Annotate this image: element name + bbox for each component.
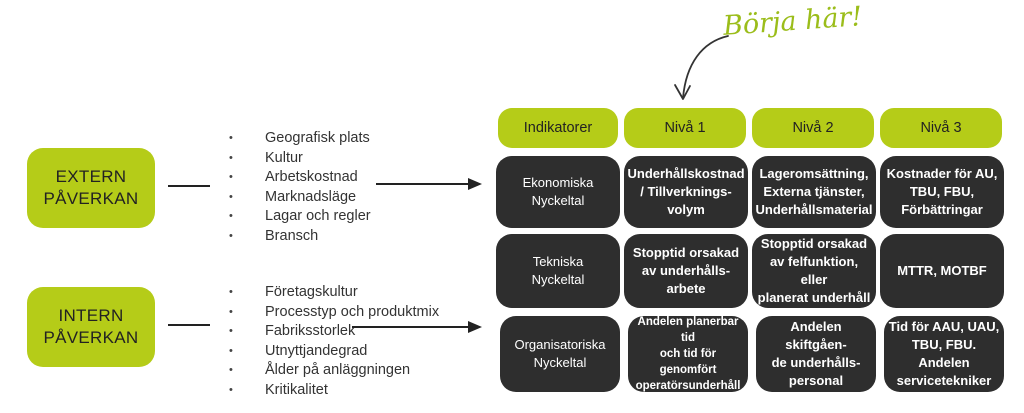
list-item: Bransch bbox=[229, 227, 371, 247]
header-indicators: Indikatorer bbox=[498, 108, 618, 148]
list-item: Ålder på anläggningen bbox=[229, 361, 439, 381]
economic-level-2: Lageromsättning, Externa tjänster, Under… bbox=[752, 156, 876, 228]
start-here-arrow bbox=[674, 35, 729, 100]
organizational-level-1: Andelen planerbar tid och tid för genomf… bbox=[628, 316, 748, 392]
technical-level-3: MTTR, MOTBF bbox=[880, 234, 1004, 308]
list-item: Geografisk plats bbox=[229, 129, 371, 149]
economic-level-1: Underhållskostnad / Tillverknings- volym bbox=[624, 156, 748, 228]
intern-label-line2: PÅVERKAN bbox=[43, 328, 139, 347]
technical-level-1: Stopptid orsakad av underhålls- arbete bbox=[624, 234, 748, 308]
extern-connector bbox=[168, 185, 210, 187]
indicator-organizational: Organisatoriska Nyckeltal bbox=[500, 316, 620, 392]
intern-connector bbox=[168, 324, 210, 326]
extern-factor-list: Geografisk plats Kultur Arbetskostnad Ma… bbox=[229, 129, 371, 246]
indicator-technical: Tekniska Nyckeltal bbox=[496, 234, 620, 308]
list-item: Kritikalitet bbox=[229, 381, 439, 401]
header-level-3: Nivå 3 bbox=[880, 108, 1002, 148]
intern-arrow bbox=[352, 321, 482, 333]
extern-influence-box: EXTERN PÅVERKAN bbox=[27, 148, 155, 228]
list-item: Kultur bbox=[229, 149, 371, 169]
economic-level-3: Kostnader för AU, TBU, FBU, Förbättringa… bbox=[880, 156, 1004, 228]
list-item: Processtyp och produktmix bbox=[229, 303, 439, 323]
intern-label-line1: INTERN bbox=[58, 306, 124, 325]
header-level-2: Nivå 2 bbox=[752, 108, 874, 148]
intern-factor-list: Företagskultur Processtyp och produktmix… bbox=[229, 283, 439, 400]
organizational-level-3: Tid för AAU, UAU, TBU, FBU. Andelen serv… bbox=[884, 316, 1004, 392]
list-item: Fabriksstorlek bbox=[229, 322, 439, 342]
list-item: Arbetskostnad bbox=[229, 168, 371, 188]
list-item: Lagar och regler bbox=[229, 207, 371, 227]
extern-arrow bbox=[376, 178, 482, 190]
start-here-label: Börja här! bbox=[722, 1, 864, 42]
intern-influence-box: INTERN PÅVERKAN bbox=[27, 287, 155, 367]
list-item: Utnyttjandegrad bbox=[229, 342, 439, 362]
extern-label-line2: PÅVERKAN bbox=[43, 189, 139, 208]
technical-level-2: Stopptid orsakad av felfunktion, eller p… bbox=[752, 234, 876, 308]
list-item: Företagskultur bbox=[229, 283, 439, 303]
list-item: Marknadsläge bbox=[229, 188, 371, 208]
organizational-level-2: Andelen skiftgåen- de underhålls- person… bbox=[756, 316, 876, 392]
indicator-economic: Ekonomiska Nyckeltal bbox=[496, 156, 620, 228]
extern-label-line1: EXTERN bbox=[55, 167, 127, 186]
header-level-1: Nivå 1 bbox=[624, 108, 746, 148]
